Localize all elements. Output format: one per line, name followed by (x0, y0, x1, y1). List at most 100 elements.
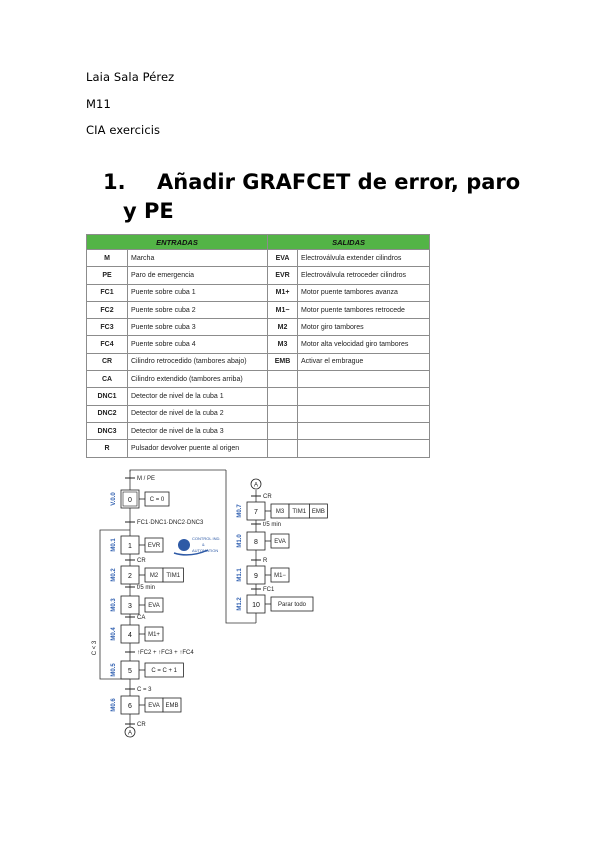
step-memory-label: M0.3 (111, 598, 117, 612)
action-label: M1+ (148, 632, 160, 638)
connector-a-label: A (254, 483, 258, 489)
action-label: M3 (276, 509, 285, 515)
input-description: Pulsador devolver puente al origen (126, 439, 269, 458)
step-number: 4 (128, 632, 132, 639)
connector-a-circle (124, 726, 136, 738)
action-label: C = C + 1 (151, 668, 177, 674)
output-code (267, 439, 299, 458)
header-outputs: SALIDAS (267, 234, 431, 250)
output-description (297, 387, 431, 406)
step-number: 6 (128, 703, 132, 710)
input-code: DNC3 (86, 421, 128, 441)
action-box (144, 491, 170, 507)
step-number: 7 (254, 509, 258, 516)
output-description: Electroválvula extender cilindros (297, 248, 431, 268)
step-number: 10 (252, 602, 260, 609)
output-description (297, 404, 431, 423)
transition-condition: C = 3 (137, 687, 152, 693)
heading-line-1: Añadir GRAFCET de error, paro (157, 170, 521, 194)
output-description: Motor giro tambores (297, 318, 431, 337)
output-code: M1+ (267, 283, 299, 302)
action-label: EVR (148, 543, 161, 549)
output-description: Motor alta velocidad giro tambores (297, 335, 431, 354)
output-code (267, 370, 299, 389)
input-code: FC1 (86, 283, 128, 302)
author-name: Laia Sala Pérez (86, 70, 175, 84)
step-memory-label: M0.1 (111, 538, 117, 552)
module-code: M11 (86, 97, 111, 111)
logo-globe-icon (178, 539, 190, 551)
logo-text-1: CONTROL IND. (192, 536, 221, 541)
action-label: EVA (274, 539, 286, 545)
input-description: Puente sobre cuba 1 (126, 283, 269, 302)
input-code: M (86, 248, 128, 268)
logo-text-2: & (202, 542, 205, 547)
top-feed-line (129, 469, 226, 472)
transition-condition: R (263, 558, 268, 564)
output-code: M1− (267, 300, 299, 320)
transition-condition: FC1·DNC1·DNC2·DNC3 (137, 520, 204, 526)
input-description: Cilindro retrocedido (tambores abajo) (126, 352, 269, 372)
logo-text-3: AUTOMATION (192, 548, 218, 553)
output-description (297, 370, 431, 389)
loop-back-line (99, 529, 130, 680)
transition-condition: ↑FC2 + ↑FC3 + ↑FC4 (137, 650, 194, 656)
action-box (144, 662, 184, 678)
input-code: FC2 (86, 300, 128, 320)
output-description: Electroválvula retroceder cilindros (297, 266, 431, 285)
action-box (308, 503, 328, 519)
header-inputs: ENTRADAS (85, 234, 269, 250)
input-code: CA (86, 370, 128, 389)
output-code: EMB (267, 352, 299, 372)
input-description: Detector de nivel de la cuba 1 (126, 387, 269, 406)
action-label: EMB (165, 703, 178, 709)
transition-condition: M / PE (137, 476, 155, 482)
transition-condition: FC1 (263, 587, 275, 593)
transition-condition: t/5 min (263, 522, 281, 528)
input-code: PE (86, 266, 128, 285)
output-description (297, 439, 431, 458)
step-memory-label: M1.1 (237, 568, 243, 582)
output-code: M3 (267, 335, 299, 354)
step-memory-label: M1.0 (237, 534, 243, 548)
input-description: Cilindro extendido (tambores arriba) (126, 370, 269, 389)
transition-condition: t/5 min (137, 585, 155, 591)
input-code: DNC2 (86, 404, 128, 423)
step-number: 8 (254, 539, 258, 546)
input-description: Puente sobre cuba 2 (126, 300, 269, 320)
action-box (162, 697, 182, 713)
heading-line-2: y PE (123, 199, 174, 223)
action-box (144, 597, 164, 613)
step-number: 5 (128, 668, 132, 675)
action-box (270, 567, 290, 583)
control-logo: CONTROL IND. & AUTOMATION (173, 536, 221, 556)
loop-condition: C < 3 (92, 640, 98, 655)
action-label: EMB (312, 509, 325, 515)
output-description: Motor puente tambores retrocede (297, 300, 431, 320)
output-code: EVA (267, 248, 299, 268)
output-code: M2 (267, 318, 299, 337)
error-return-line (225, 470, 256, 624)
table-header-row: ENTRADAS SALIDAS (85, 234, 431, 250)
input-description: Detector de nivel de la cuba 3 (126, 421, 269, 441)
input-code: DNC1 (86, 387, 128, 406)
document-subtitle: CIA exercicis (86, 123, 161, 137)
output-code: EVR (267, 266, 299, 285)
step-memory-label: M1.2 (237, 597, 243, 611)
connector-a-label: A (128, 731, 132, 737)
transition-condition: CA (137, 615, 145, 621)
action-label: TIM1 (292, 509, 306, 515)
input-code: FC4 (86, 335, 128, 354)
transition-condition: CR (137, 722, 146, 728)
step-memory-label: M0.6 (111, 698, 117, 712)
connector-a-circle (250, 478, 262, 490)
input-code: CR (86, 352, 128, 372)
